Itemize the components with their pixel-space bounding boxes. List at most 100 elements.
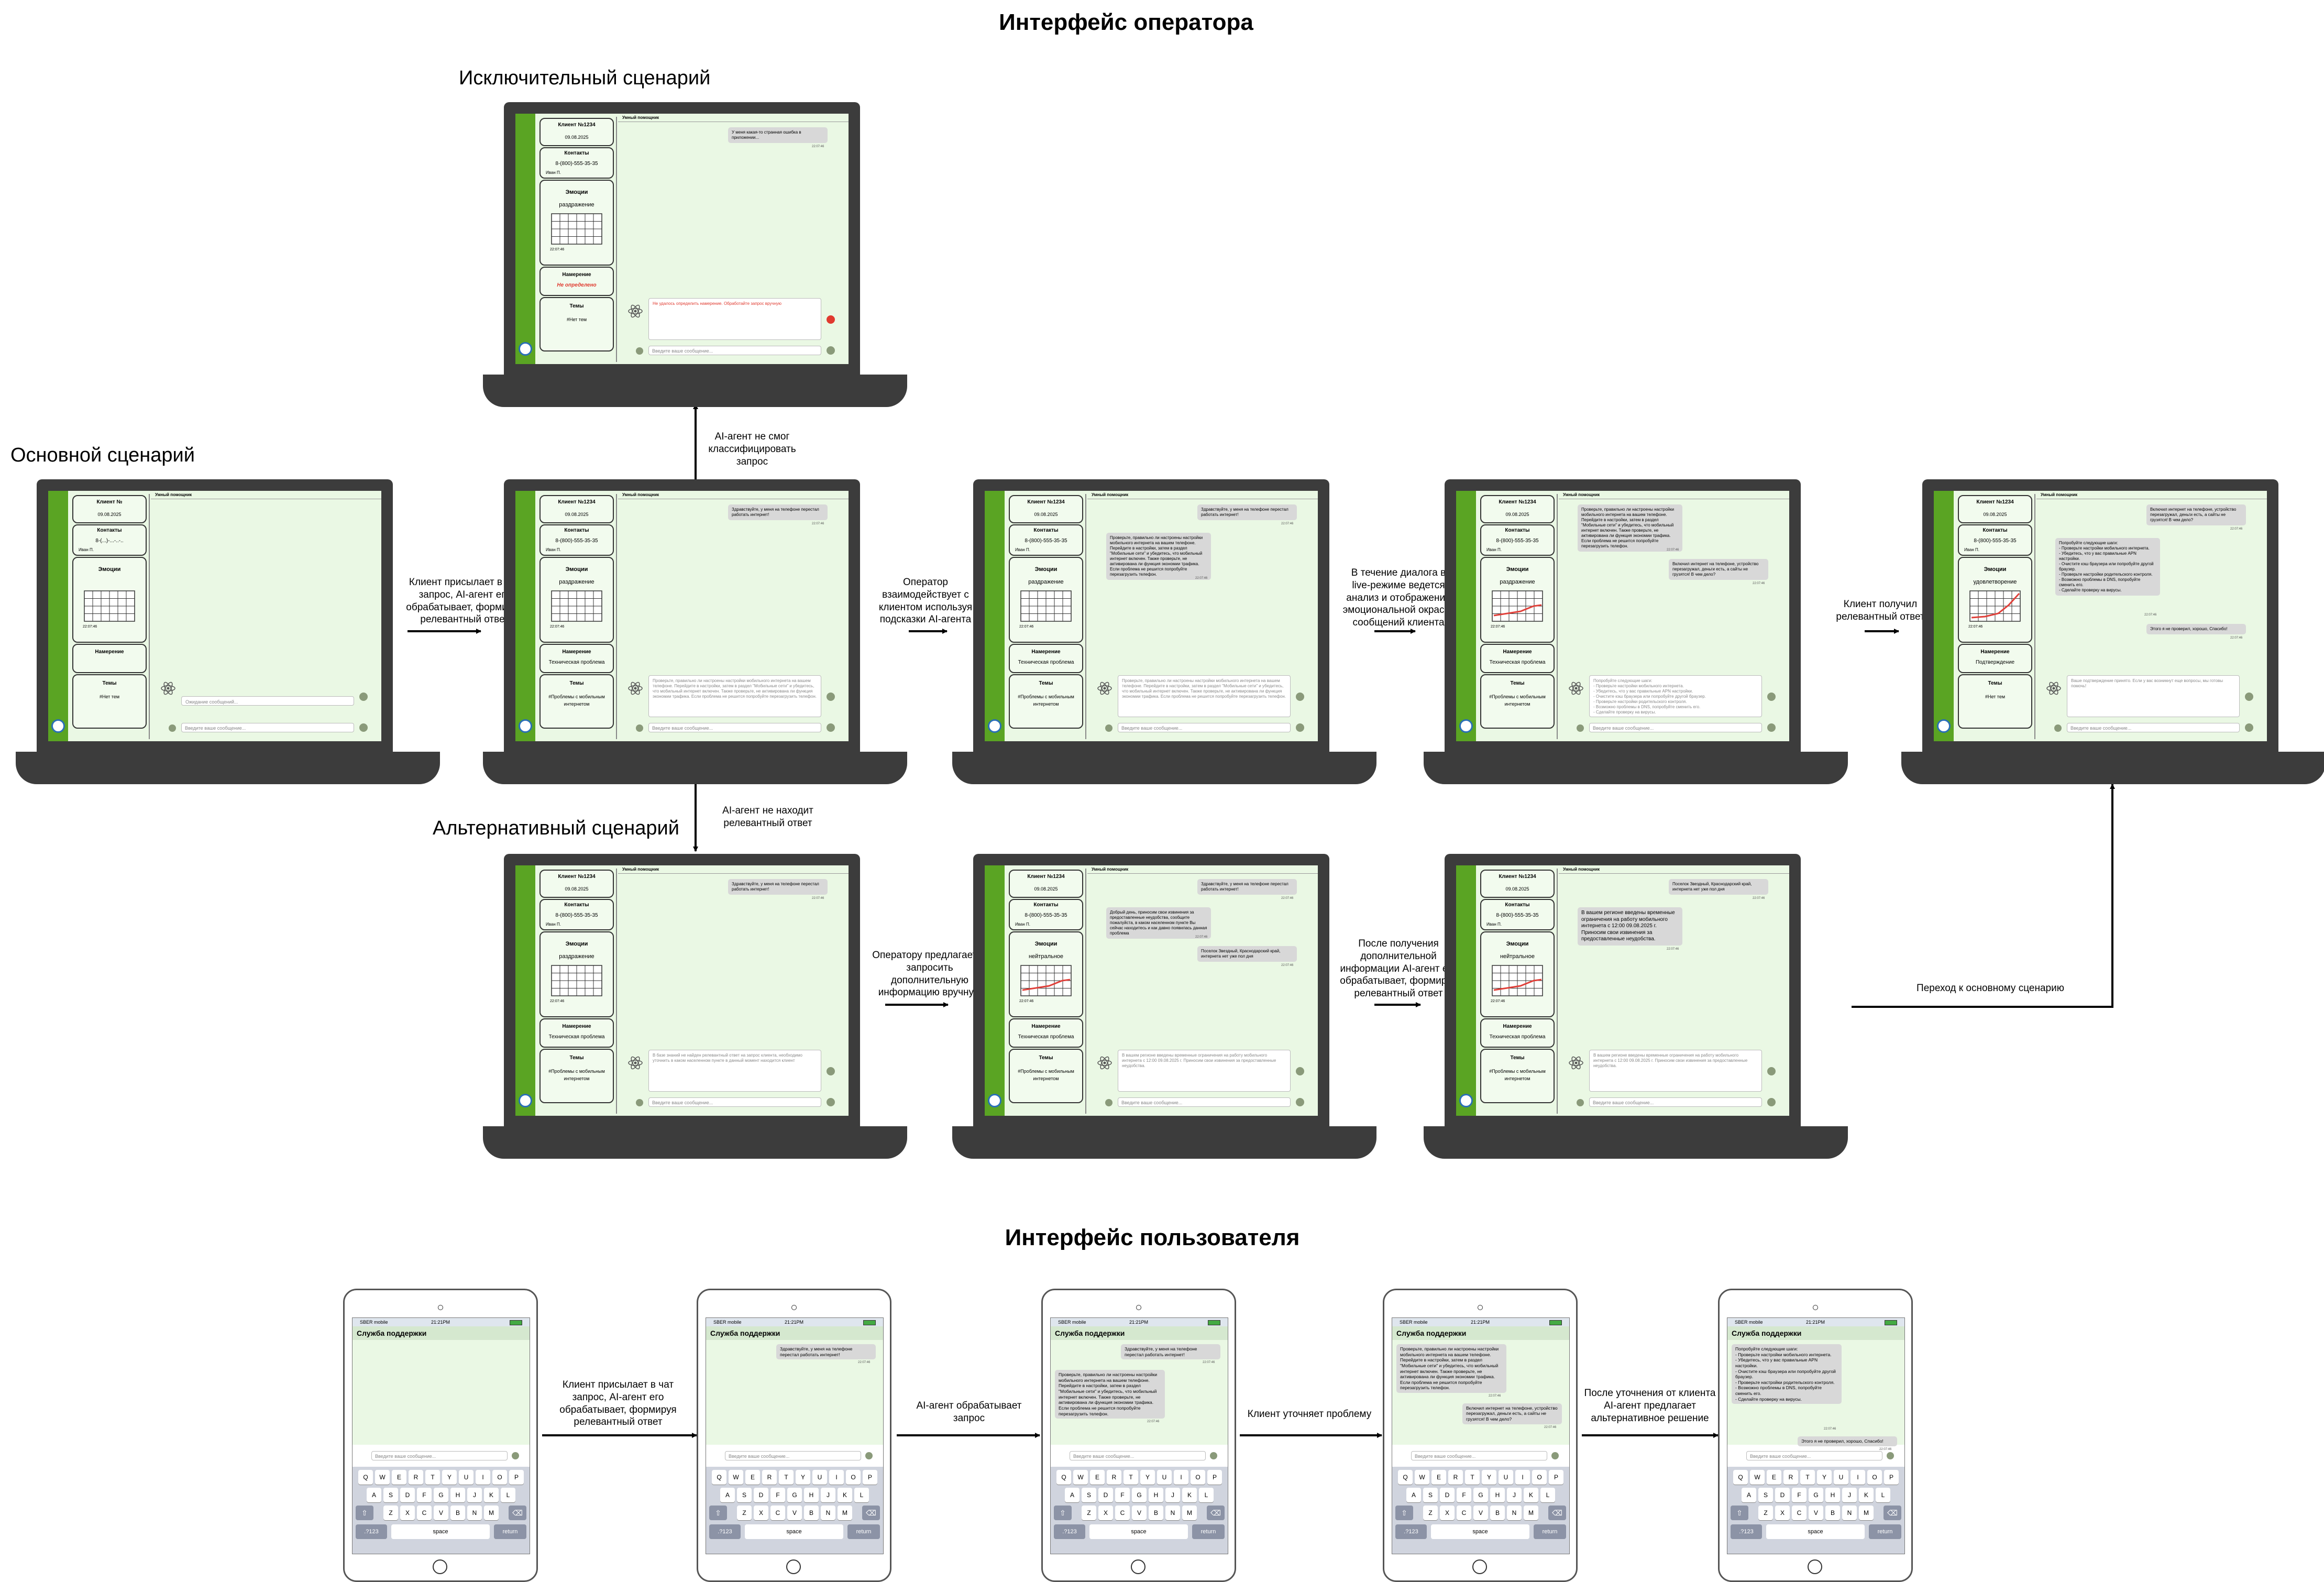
key-j[interactable]: J (1507, 1488, 1522, 1502)
key-y[interactable]: Y (1140, 1470, 1155, 1485)
space-key[interactable]: space (1766, 1524, 1865, 1539)
key-s[interactable]: S (1082, 1488, 1096, 1502)
key-d[interactable]: D (1775, 1488, 1790, 1502)
key-x[interactable]: X (754, 1506, 768, 1520)
return-key[interactable]: return (1869, 1524, 1901, 1539)
attach-icon[interactable] (1577, 724, 1584, 732)
backspace-key[interactable]: ⌫ (509, 1506, 526, 1520)
key-w[interactable]: W (729, 1470, 743, 1485)
key-k[interactable]: K (1182, 1488, 1197, 1502)
home-button[interactable] (433, 1559, 447, 1574)
backspace-key[interactable]: ⌫ (1207, 1506, 1225, 1520)
shift-key[interactable]: ⇧ (1054, 1506, 1072, 1520)
key-a[interactable]: A (720, 1488, 735, 1502)
key-h[interactable]: H (1490, 1488, 1505, 1502)
send-suggestion-icon[interactable] (1767, 693, 1776, 701)
key-p[interactable]: P (863, 1470, 877, 1485)
attach-icon[interactable] (636, 1099, 643, 1106)
key-v[interactable]: V (1132, 1506, 1147, 1520)
key-k[interactable]: K (1859, 1488, 1874, 1502)
key-v[interactable]: V (434, 1506, 448, 1520)
key-i[interactable]: I (1515, 1470, 1530, 1485)
key-a[interactable]: A (367, 1488, 381, 1502)
key-c[interactable]: C (1792, 1506, 1807, 1520)
attach-icon[interactable] (1105, 724, 1113, 732)
key-z[interactable]: Z (737, 1506, 752, 1520)
key-y[interactable]: Y (1817, 1470, 1832, 1485)
shift-key[interactable]: ⇧ (356, 1506, 373, 1520)
ai-suggestion-box[interactable]: Не удалось определить намерение. Обработ… (648, 298, 821, 340)
home-button[interactable] (786, 1559, 801, 1574)
key-r[interactable]: R (1783, 1470, 1798, 1485)
backspace-key[interactable]: ⌫ (862, 1506, 880, 1520)
key-b[interactable]: B (1149, 1506, 1163, 1520)
key-j[interactable]: J (821, 1488, 835, 1502)
key-h[interactable]: H (1149, 1488, 1163, 1502)
home-button[interactable] (1131, 1559, 1146, 1574)
key-l[interactable]: L (854, 1488, 869, 1502)
ai-suggestion-box[interactable]: Ожидание сообщений... (181, 696, 354, 706)
key-d[interactable]: D (400, 1488, 415, 1502)
key-a[interactable]: A (1406, 1488, 1421, 1502)
key-x[interactable]: X (1775, 1506, 1790, 1520)
key-o[interactable]: O (1191, 1470, 1205, 1485)
message-input[interactable]: Введите ваше сообщение... (181, 723, 354, 732)
key-n[interactable]: N (1507, 1506, 1522, 1520)
key-y[interactable]: Y (1482, 1470, 1496, 1485)
send-icon[interactable] (1887, 1452, 1894, 1459)
key-l[interactable]: L (1540, 1488, 1555, 1502)
key-c[interactable]: C (1115, 1506, 1130, 1520)
message-input[interactable]: Введите ваше сообщение... (1746, 1451, 1882, 1460)
key-m[interactable]: M (1524, 1506, 1538, 1520)
send-icon[interactable] (827, 1098, 835, 1106)
key-t[interactable]: T (425, 1470, 440, 1485)
send-suggestion-icon[interactable] (827, 693, 835, 701)
key-z[interactable]: Z (1758, 1506, 1773, 1520)
message-input[interactable]: Введите ваше сообщение... (1070, 1451, 1206, 1460)
message-input[interactable]: Введите ваше сообщение... (725, 1451, 861, 1460)
key-v[interactable]: V (1473, 1506, 1488, 1520)
key-b[interactable]: B (450, 1506, 465, 1520)
send-suggestion-icon[interactable] (2245, 693, 2253, 701)
numbers-key[interactable]: .?123 (1731, 1524, 1762, 1539)
key-n[interactable]: N (1842, 1506, 1857, 1520)
key-u[interactable]: U (459, 1470, 473, 1485)
key-r[interactable]: R (762, 1470, 777, 1485)
key-f[interactable]: F (1792, 1488, 1807, 1502)
key-g[interactable]: G (1132, 1488, 1147, 1502)
key-o[interactable]: O (1532, 1470, 1547, 1485)
attach-icon[interactable] (1577, 1099, 1584, 1106)
shift-key[interactable]: ⇧ (709, 1506, 727, 1520)
space-key[interactable]: space (1089, 1524, 1188, 1539)
send-icon[interactable] (1767, 1098, 1776, 1106)
key-c[interactable]: C (770, 1506, 785, 1520)
ai-suggestion-box[interactable]: Проверьте, правильно ли настроены настро… (1118, 675, 1291, 717)
key-o[interactable]: O (846, 1470, 861, 1485)
key-q[interactable]: Q (712, 1470, 726, 1485)
key-z[interactable]: Z (1082, 1506, 1096, 1520)
key-e[interactable]: E (392, 1470, 406, 1485)
send-icon[interactable] (2245, 723, 2253, 732)
key-l[interactable]: L (1876, 1488, 1890, 1502)
key-n[interactable]: N (467, 1506, 482, 1520)
key-f[interactable]: F (770, 1488, 785, 1502)
ai-suggestion-box[interactable]: Попробуйте следующие шаги: - Проверьте н… (1589, 675, 1762, 717)
key-f[interactable]: F (1457, 1488, 1471, 1502)
key-h[interactable]: H (804, 1488, 819, 1502)
send-icon[interactable] (1210, 1452, 1217, 1459)
key-j[interactable]: J (467, 1488, 482, 1502)
ai-suggestion-box[interactable]: Ваше подтверждение принято. Если у вас в… (2067, 675, 2240, 717)
send-icon[interactable] (359, 723, 368, 732)
key-s[interactable]: S (737, 1488, 752, 1502)
return-key[interactable]: return (1192, 1524, 1225, 1539)
message-input[interactable]: Введите ваше сообщение... (1411, 1451, 1547, 1460)
key-q[interactable]: Q (1056, 1470, 1071, 1485)
send-suggestion-icon[interactable] (827, 315, 835, 324)
key-y[interactable]: Y (442, 1470, 457, 1485)
send-suggestion-icon[interactable] (1296, 1067, 1304, 1075)
backspace-key[interactable]: ⌫ (1884, 1506, 1901, 1520)
return-key[interactable]: return (494, 1524, 526, 1539)
